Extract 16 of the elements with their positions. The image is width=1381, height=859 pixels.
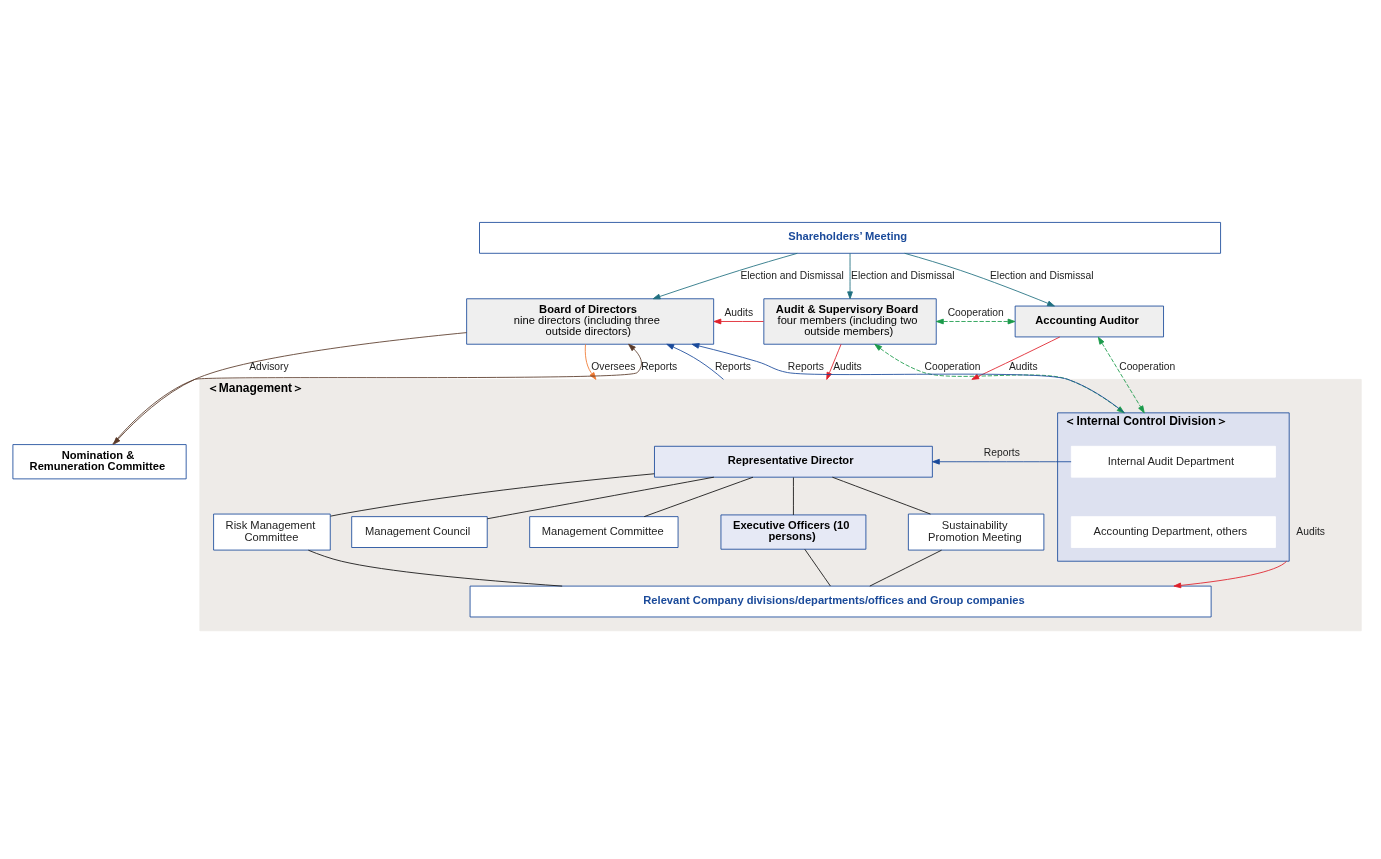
- edge-label: Cooperation: [1119, 360, 1176, 372]
- edge-label: Reports: [787, 360, 824, 372]
- edge-label: Cooperation: [947, 306, 1004, 318]
- edge-label: Audits: [1009, 360, 1038, 372]
- edge-label: Cooperation: [924, 360, 981, 372]
- edge-label: Election and Dismissal: [851, 269, 955, 281]
- edge-label: Election and Dismissal: [990, 269, 1094, 281]
- edge-label: Oversees: [591, 360, 636, 372]
- edge-label: Reports: [714, 360, 751, 372]
- edge-label: Reports: [641, 360, 678, 372]
- edge-label: Audits: [833, 360, 862, 372]
- edge-label: Election and Dismissal: [740, 269, 844, 281]
- edge-label: Audits: [1296, 525, 1325, 537]
- edge-label: Reports: [983, 446, 1020, 458]
- edge-label: Advisory: [249, 360, 289, 372]
- edge-label: Audits: [724, 306, 754, 318]
